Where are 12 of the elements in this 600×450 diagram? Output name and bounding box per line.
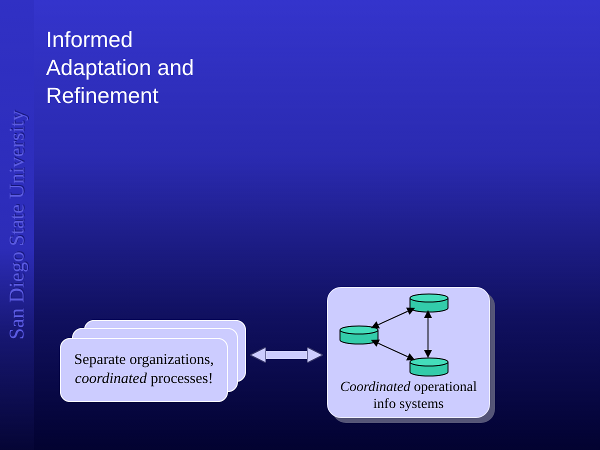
database-cylinder (409, 293, 449, 313)
arrow (370, 308, 416, 328)
panel-text: Coordinated operational info systems (339, 379, 478, 413)
vertical-label: San Diego State University (4, 110, 30, 340)
double-arrow (249, 346, 324, 364)
database-cylinder (409, 357, 449, 377)
arrow (424, 310, 432, 358)
card-text: Separate organizations, coordinated processes! (73, 351, 215, 389)
slide-title: Informed Adaptation and Refinement (46, 26, 196, 110)
card-stack (60, 320, 246, 402)
arrow (370, 340, 416, 360)
database-cylinder (339, 325, 379, 345)
